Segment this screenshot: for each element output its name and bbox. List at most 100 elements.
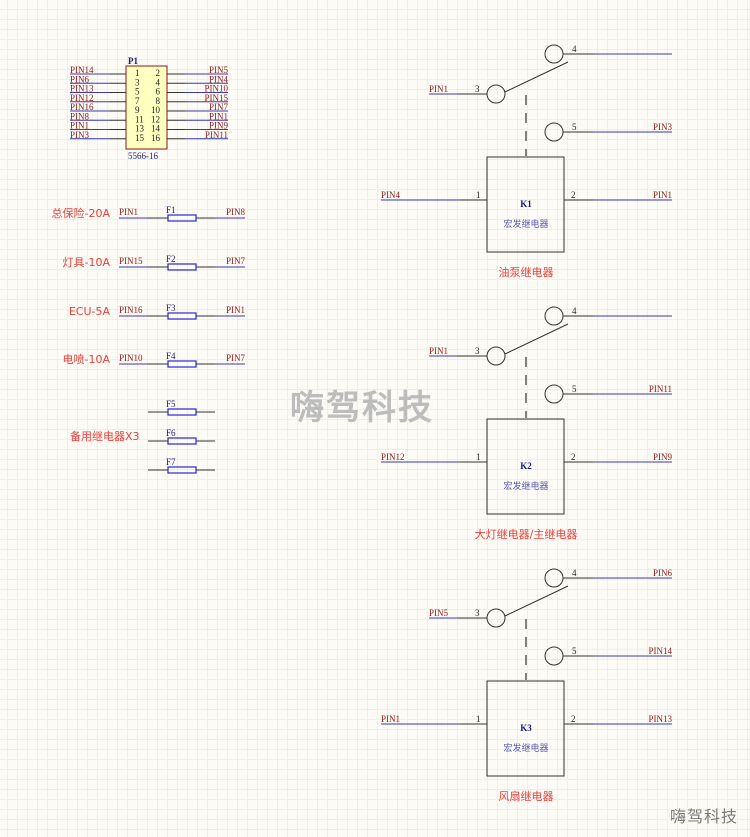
connector-row: PIN12 PIN15 7 8 xyxy=(70,93,228,106)
relay-designator: K3 xyxy=(520,723,532,733)
net-label-left: PIN10 xyxy=(119,353,143,363)
pin-number-1: 1 xyxy=(476,452,481,462)
net-label-pin3: PIN1 xyxy=(429,84,448,94)
net-label-right: PIN10 xyxy=(204,84,228,94)
fuse-body xyxy=(167,408,197,416)
net-label-left: PIN14 xyxy=(70,65,94,75)
pin-number-left: 3 xyxy=(135,77,140,87)
pin-number-3: 3 xyxy=(475,608,480,618)
relay-comment: 宏发继电器 xyxy=(503,742,548,754)
relay-label: 油泵继电器 xyxy=(499,265,554,279)
net-label-right: PIN1 xyxy=(226,305,245,315)
fuse-body xyxy=(167,214,197,222)
contact-3 xyxy=(486,608,506,628)
contact-4 xyxy=(544,568,564,588)
net-label-right: PIN9 xyxy=(209,121,229,131)
fuse-body xyxy=(167,360,197,368)
pin-number-5: 5 xyxy=(572,646,577,656)
fuse[interactable]: F3 ECU-5A PIN16 PIN1 xyxy=(69,303,245,320)
net-label-left: PIN3 xyxy=(70,130,90,140)
pin-number-4: 4 xyxy=(572,568,577,578)
relay-designator: K2 xyxy=(520,461,532,471)
pin-number-right: 4 xyxy=(156,77,161,87)
pin-number-right: 2 xyxy=(156,68,161,78)
coil-body xyxy=(486,418,565,515)
coil-body xyxy=(486,680,565,777)
pin-number-5: 5 xyxy=(572,384,577,394)
relay-label: 风扇继电器 xyxy=(499,789,554,803)
connector-body xyxy=(125,65,168,150)
contact-5 xyxy=(544,384,564,404)
relay-designator: K1 xyxy=(520,199,532,209)
net-label-left: PIN6 xyxy=(70,74,90,84)
pin-number-left: 5 xyxy=(135,87,140,97)
contact-3 xyxy=(486,84,506,104)
fuse-body xyxy=(167,263,197,271)
fuse[interactable]: F5 xyxy=(148,399,215,416)
coil-body xyxy=(486,156,565,253)
net-label-pin5: PIN11 xyxy=(649,384,672,394)
fuse-designator: F3 xyxy=(166,303,176,313)
net-label-left: PIN1 xyxy=(119,207,138,217)
pin-number-left: 11 xyxy=(135,114,144,124)
fuse-label: 电喷-10A xyxy=(63,353,111,366)
relay-label: 大灯继电器/主继电器 xyxy=(475,527,578,541)
contact-4 xyxy=(544,44,564,64)
net-label-left: PIN16 xyxy=(70,102,94,112)
relay-comment: 宏发继电器 xyxy=(503,218,548,230)
fuse-label: ECU-5A xyxy=(69,305,111,318)
pin-number-2: 2 xyxy=(571,714,576,724)
pin-number-1: 1 xyxy=(476,714,481,724)
spare-fuses-label: 备用继电器X3 xyxy=(70,429,140,443)
net-label-pin3: PIN1 xyxy=(429,346,448,356)
pin-number-5: 5 xyxy=(572,122,577,132)
net-label-left: PIN15 xyxy=(119,256,143,266)
net-label-pin1: PIN12 xyxy=(381,452,405,462)
net-label-pin2: PIN1 xyxy=(653,190,672,200)
pin-number-3: 3 xyxy=(475,346,480,356)
net-label-pin3: PIN5 xyxy=(429,608,449,618)
pin-number-left: 1 xyxy=(135,68,140,78)
fuse-designator: F2 xyxy=(166,254,176,264)
net-label-pin1: PIN4 xyxy=(381,190,401,200)
net-label-left: PIN16 xyxy=(119,305,143,315)
pin-number-2: 2 xyxy=(571,190,576,200)
net-label-right: PIN4 xyxy=(209,74,229,84)
net-label-left: PIN8 xyxy=(70,111,90,121)
pin-number-left: 15 xyxy=(135,133,145,143)
pin-number-1: 1 xyxy=(476,190,481,200)
net-label-right: PIN15 xyxy=(204,93,228,103)
switch-arm xyxy=(504,585,569,617)
net-label-left: PIN12 xyxy=(70,93,94,103)
net-label-pin5: PIN3 xyxy=(653,122,673,132)
fuse-body xyxy=(167,466,197,474)
net-label-right: PIN11 xyxy=(205,130,228,140)
fuse[interactable]: F7 xyxy=(148,457,215,474)
pin-number-3: 3 xyxy=(475,84,480,94)
switch-arm xyxy=(504,323,569,355)
net-label-pin4: PIN6 xyxy=(653,568,673,578)
pin-number-right: 8 xyxy=(156,96,161,106)
fuse[interactable]: F6 xyxy=(148,428,215,445)
pin-number-left: 7 xyxy=(135,96,140,106)
connector-footprint: 5566-16 xyxy=(128,151,158,161)
fuse-designator: F7 xyxy=(166,457,176,467)
watermark-corner: 嗨驾科技 xyxy=(669,807,738,826)
fuse-designator: F1 xyxy=(166,205,176,215)
net-label-right: PIN8 xyxy=(226,207,246,217)
pin-number-4: 4 xyxy=(572,44,577,54)
